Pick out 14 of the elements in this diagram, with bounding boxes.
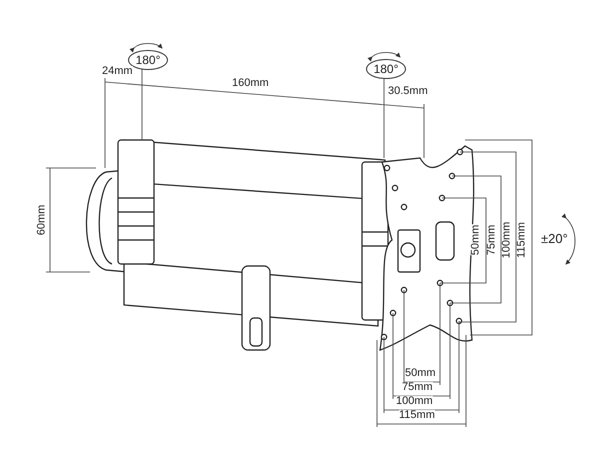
dimension-label: ±20° — [541, 232, 568, 245]
dimension-label: 100mm — [396, 396, 433, 407]
dimension-label: 24mm — [102, 66, 133, 77]
dimension-label: 115mm — [399, 410, 435, 421]
dimension-label: 115mm — [516, 222, 528, 258]
dimension-label: 50mm — [470, 224, 482, 256]
dimension-label: 100mm — [502, 222, 512, 258]
dimension-label: 75mm — [402, 382, 433, 393]
angle-ellipse: 180° — [366, 59, 406, 79]
dimension-label: 160mm — [232, 78, 269, 89]
dimension-label: 60mm — [36, 204, 48, 236]
dimension-label: 30.5mm — [388, 86, 428, 97]
dimension-label: 50mm — [405, 368, 436, 379]
dimension-label: 75mm — [486, 224, 498, 256]
